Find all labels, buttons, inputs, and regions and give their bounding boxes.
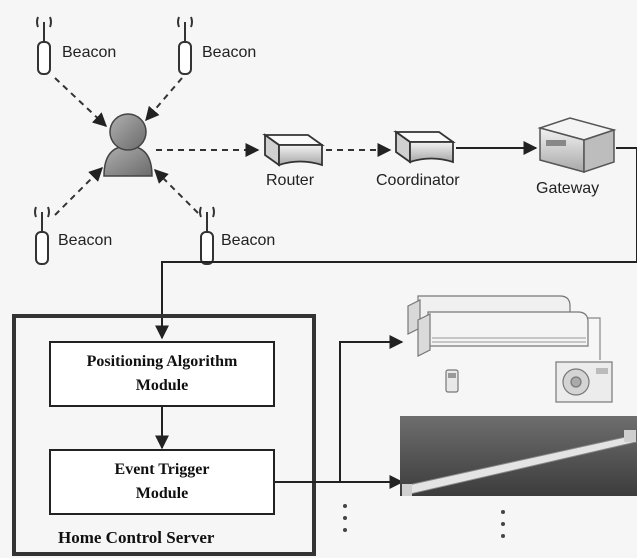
home-control-server-label: Home Control Server: [58, 528, 215, 547]
fluorescent-light-icon: [400, 416, 637, 496]
beacon-top-left-icon: [36, 16, 52, 75]
event-trigger-module-line1: Event Trigger: [114, 461, 210, 478]
user-icon: [103, 113, 153, 177]
positioning-module-box: [49, 341, 275, 407]
air-conditioner-icon: [407, 295, 613, 403]
coordinator-label: Coordinator: [376, 172, 460, 189]
home-control-server-frame: [12, 314, 316, 556]
beacon-top-right-icon: [177, 16, 193, 75]
more-appliances-dots: [343, 504, 505, 538]
positioning-module-line1: Positioning Algorithm: [86, 353, 238, 370]
appliance-control-arrows: [274, 335, 404, 489]
beacon-top-right-label: Beacon: [202, 44, 257, 61]
event-trigger-module-line2: Module: [135, 485, 189, 502]
gateway-label: Gateway: [536, 180, 600, 197]
positioning-module-line2: Module: [135, 377, 189, 394]
gateway-icon: [537, 117, 617, 174]
gateway-server-link: [155, 147, 637, 340]
beacon-bottom-right-icon: [199, 206, 215, 265]
beacon-signal-arrows: [54, 77, 199, 216]
router-icon: [262, 133, 325, 167]
router-label: Router: [266, 172, 315, 189]
beacon-top-left-label: Beacon: [62, 44, 117, 61]
coordinator-icon: [393, 130, 456, 164]
beacon-bottom-right-label: Beacon: [221, 232, 276, 249]
positioning-module-label: Positioning Algorithm Module: [50, 350, 274, 398]
beacon-bottom-left-icon: [34, 206, 50, 265]
beacon-bottom-left-label: Beacon: [58, 232, 113, 249]
event-trigger-module-label: Event Trigger Module: [50, 458, 274, 506]
